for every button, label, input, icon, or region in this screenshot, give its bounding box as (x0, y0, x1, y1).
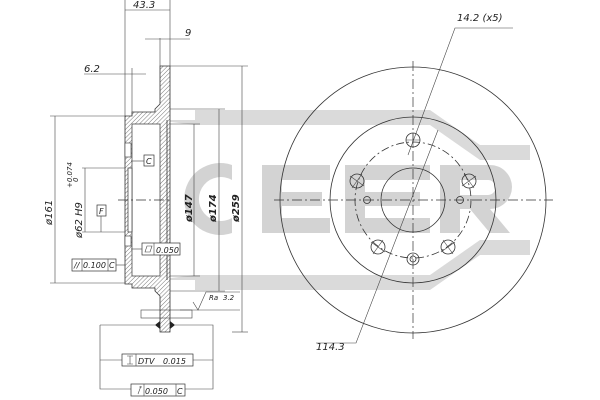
icer-logo-watermark (147, 110, 530, 290)
dim-43-3: 43.3 (133, 0, 155, 11)
dim-d62-h9: ø62 H9 (74, 202, 85, 239)
runout-frame (130, 383, 186, 397)
parallelism-datum: C (109, 261, 115, 270)
dim-6-2: 6.2 (84, 64, 100, 75)
roughness-value: 3.2 (223, 294, 235, 302)
dtv-frame (121, 353, 194, 367)
bolt-holes (349, 132, 477, 255)
section-view: 43.3 9 6.2 ø161 ø62 H9 +0.074 0 F C ø147 (44, 0, 248, 397)
datum-f: F (99, 207, 104, 216)
dim-9: 9 (185, 28, 191, 39)
front-view: 14.2 (x5) 114.3 (274, 13, 553, 353)
dim-d147: ø147 (184, 194, 195, 223)
bolt-hole (461, 173, 477, 189)
bolt-hole (349, 173, 365, 189)
dtv-value: 0.015 (163, 357, 186, 366)
flatness-value: 0.050 (156, 246, 179, 255)
bolt-hole-label: 14.2 (x5) (457, 13, 503, 24)
datum-c-box (143, 154, 155, 167)
dim-d174: ø174 (208, 194, 219, 223)
pcd-label: 114.3 (316, 342, 345, 353)
dim-d259: ø259 (231, 194, 242, 223)
locating-holes (363, 196, 464, 266)
tol-upper: +0.074 (66, 162, 74, 188)
runout-datum: C (177, 387, 183, 396)
parallelism-symbol: // (73, 261, 81, 270)
bolt-hole (440, 239, 456, 255)
dim-d161: ø161 (44, 200, 55, 226)
datum-c: C (146, 157, 152, 166)
tol-lower: 0 (72, 177, 80, 182)
roughness-label: Ra (209, 294, 218, 302)
datum-f-box (96, 204, 107, 217)
bolt-hole (370, 239, 386, 255)
dtv-label: DTV (138, 357, 155, 366)
parallelism-value: 0.100 (83, 261, 106, 270)
runout-value: 0.050 (145, 387, 168, 396)
